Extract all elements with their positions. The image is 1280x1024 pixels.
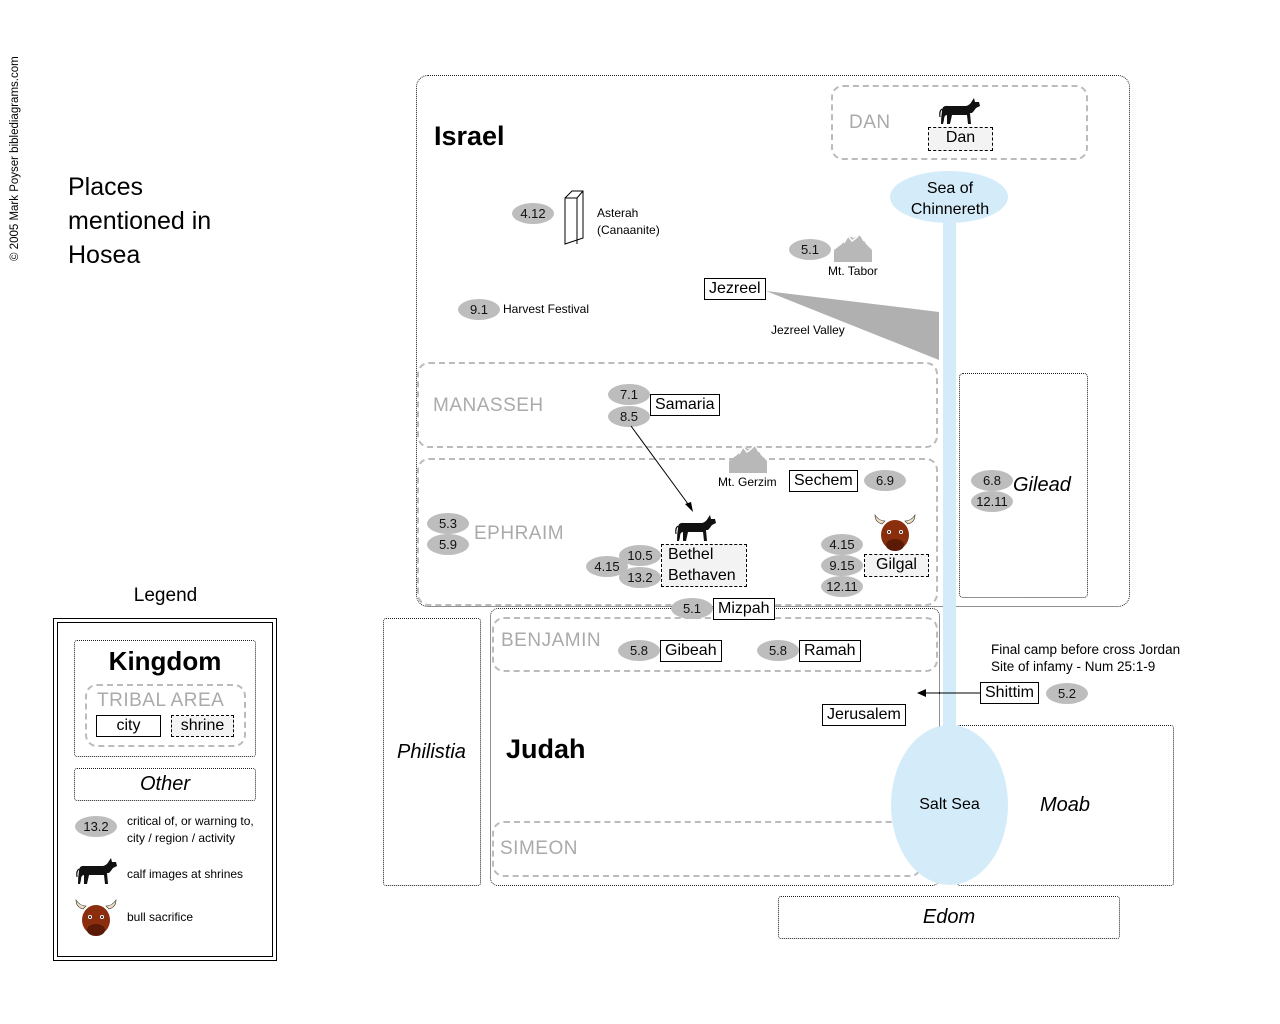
arrow-icon xyxy=(917,689,982,697)
gilead-label: Gilead xyxy=(1013,474,1071,496)
tribe-simeon-label: SIMEON xyxy=(500,838,578,859)
legend-calf-desc: calf images at shrines xyxy=(127,867,244,881)
ref-ephraim-1: 5.3 xyxy=(427,513,469,534)
bull-icon xyxy=(874,514,916,551)
tribe-benjamin-label: BENJAMIN xyxy=(501,630,602,651)
kingdom-judah-label: Judah xyxy=(506,734,586,764)
ref-gilgal-2: 9.15 xyxy=(821,555,863,576)
arrow-icon xyxy=(630,425,693,512)
asterah-label: Asterah xyxy=(597,206,639,220)
ref-asterah: 4.12 xyxy=(512,203,554,224)
region-edom xyxy=(778,896,1120,939)
ref-bethel-1: 10.5 xyxy=(619,545,661,566)
page-title: Places mentioned in Hosea xyxy=(68,173,212,269)
legend-shrine-sample: shrine xyxy=(171,715,234,737)
legend-tribal-sample xyxy=(85,684,246,747)
ref-samaria-2: 8.5 xyxy=(608,406,650,427)
city-shittim: Shittim xyxy=(980,682,1039,704)
city-mizpah: Mizpah xyxy=(713,598,775,620)
city-samaria: Samaria xyxy=(650,394,720,416)
philistia-label: Philistia xyxy=(397,741,466,763)
salt-sea xyxy=(891,725,1008,885)
city-gibeah: Gibeah xyxy=(660,640,722,662)
jezreel-valley-label: Jezreel Valley xyxy=(771,323,845,337)
ref-gilgal-3: 12.11 xyxy=(821,576,863,597)
legend-tribal-label: TRIBAL AREA xyxy=(97,690,225,711)
shittim-note-2: Site of infamy - Num 25:1-9 xyxy=(991,659,1156,674)
ref-ramah: 5.8 xyxy=(757,640,799,661)
ref-gilead-2: 12.11 xyxy=(971,491,1013,512)
mt-gerzim-label: Mt. Gerzim xyxy=(718,475,777,489)
legend-box xyxy=(53,618,277,961)
bull-icon xyxy=(75,899,117,936)
legend-kingdom-label: Kingdom xyxy=(108,646,222,676)
bethel-label: Bethel xyxy=(668,546,714,563)
ref-sechem: 6.9 xyxy=(864,470,906,491)
legend-ref-desc-1: critical of, or warning to, xyxy=(127,814,254,828)
ref-samaria-1: 7.1 xyxy=(608,384,650,405)
sea-of-chinnereth-label: Sea of Chinnereth xyxy=(910,180,990,218)
shittim-note-1: Final camp before cross Jordan xyxy=(991,642,1181,657)
ref-ephraim-2: 5.9 xyxy=(427,534,469,555)
ref-bethel-2: 13.2 xyxy=(619,567,661,588)
tribe-manasseh-label: MANASSEH xyxy=(433,395,544,416)
tribe-manasseh xyxy=(417,362,938,448)
bethaven-label: Bethaven xyxy=(668,567,736,584)
harvest-festival-label: Harvest Festival xyxy=(503,302,590,316)
ref-harvest: 9.1 xyxy=(458,299,500,320)
calf-icon xyxy=(939,98,980,124)
jezreel-valley-shape xyxy=(766,291,939,360)
calf-icon xyxy=(675,515,716,541)
legend-ref-sample: 13.2 xyxy=(75,816,117,837)
jordan-river xyxy=(943,210,956,750)
legend-other-sample xyxy=(74,768,256,801)
mountain-icon xyxy=(834,232,872,262)
city-jezreel: Jezreel xyxy=(704,278,766,300)
ref-gibeah: 5.8 xyxy=(618,640,660,661)
ref-gilead-1: 6.8 xyxy=(971,470,1013,491)
mountain-icon xyxy=(729,443,767,473)
legend-bull-desc: bull sacrifice xyxy=(127,910,194,924)
legend-other-label: Other xyxy=(139,773,191,795)
region-gilead xyxy=(959,373,1088,598)
shrine-bethel xyxy=(661,544,747,587)
region-philistia xyxy=(383,618,481,886)
copyright-text: © 2005 Mark Poyser biblediagrams.com xyxy=(9,56,21,261)
legend-title: Legend xyxy=(133,585,198,606)
shrine-dan: Dan xyxy=(928,127,993,151)
tribe-dan-label: DAN xyxy=(849,112,891,133)
legend-city-sample: city xyxy=(96,715,161,737)
tribe-ephraim-label: EPHRAIM xyxy=(474,523,565,544)
ref-bethel-3: 4.15 xyxy=(586,556,628,577)
city-ramah: Ramah xyxy=(799,640,861,662)
ref-tabor: 5.1 xyxy=(789,239,831,260)
moab-label: Moab xyxy=(1040,794,1091,816)
shrine-gilgal: Gilgal xyxy=(864,554,929,577)
legend-ref-desc-2: city / region / activity xyxy=(127,831,236,845)
city-jerusalem: Jerusalem xyxy=(822,704,906,726)
mt-tabor-label: Mt. Tabor xyxy=(828,264,878,278)
kingdom-israel-label: Israel xyxy=(434,121,505,151)
asterah-note: (Canaanite) xyxy=(597,223,660,237)
pillar-icon xyxy=(564,190,584,245)
legend-kingdom-sample xyxy=(74,640,256,757)
ref-shittim: 5.2 xyxy=(1046,683,1088,704)
salt-sea-label: Salt Sea xyxy=(919,796,980,813)
city-sechem: Sechem xyxy=(789,470,858,492)
legend-box-inner xyxy=(57,622,273,957)
calf-icon xyxy=(76,858,117,884)
ref-mizpah: 5.1 xyxy=(671,598,713,619)
sea-of-chinnereth xyxy=(890,171,1008,223)
edom-label: Edom xyxy=(922,906,976,928)
tribe-dan xyxy=(831,85,1088,160)
ref-gilgal-1: 4.15 xyxy=(821,534,863,555)
